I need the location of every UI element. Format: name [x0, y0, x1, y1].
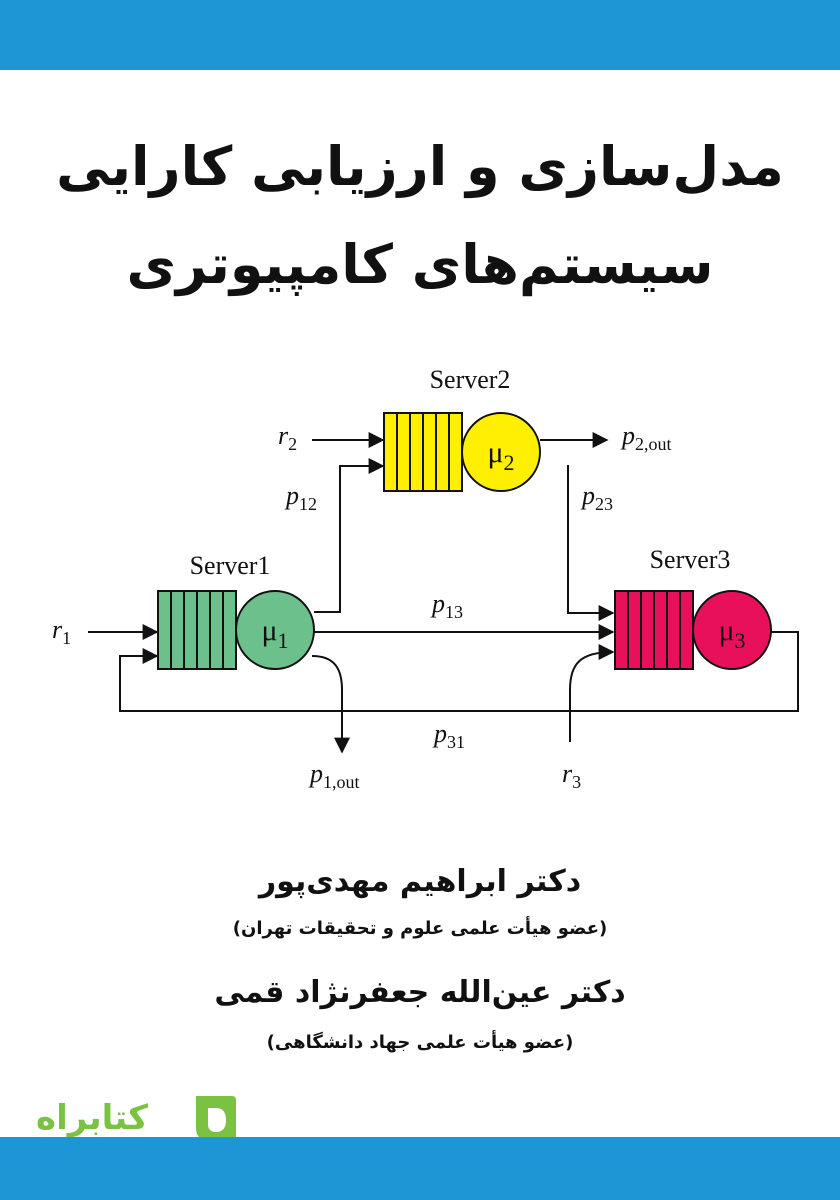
author-1-affiliation: (عضو هیأت علمی علوم و تحقیقات تهران) — [232, 918, 608, 939]
flow-p23-arrow — [567, 465, 615, 621]
server3-service — [692, 590, 772, 670]
label-p31: p31 — [432, 719, 465, 752]
server1-mu: μ1 — [261, 614, 288, 653]
queueing-network-diagram: μ2 Server2 μ1 Server1 μ3 Server3 — [52, 365, 799, 792]
server3: μ3 Server3 — [614, 545, 772, 670]
arrival-r3-arrow — [569, 644, 615, 742]
label-p1out: p1,out — [308, 759, 360, 792]
author-2-name: دکتر عین‌الله جعفرنژاد قمی — [214, 975, 626, 1010]
bottom-color-band — [0, 1137, 840, 1200]
server3-label: Server3 — [650, 545, 731, 574]
publisher-logo: کتابراه — [36, 1090, 236, 1150]
server1-label: Server1 — [190, 551, 271, 580]
server3-mu: μ3 — [718, 614, 745, 653]
feedback-p31-arrow — [119, 631, 799, 712]
server2-label: Server2 — [430, 365, 511, 394]
author-2-affiliation: (عضو هیأت علمی جهاد دانشگاهی) — [266, 1032, 574, 1053]
label-p12: p12 — [284, 481, 317, 514]
label-p2out: p2,out — [620, 421, 672, 454]
label-r3: r3 — [562, 759, 581, 792]
server1: μ1 Server1 — [157, 551, 315, 670]
departure-p1out-arrow — [311, 655, 350, 754]
label-p23: p23 — [580, 481, 613, 514]
server1-service — [235, 590, 315, 670]
flow-p12-arrow — [314, 458, 385, 613]
publisher-logo-text: کتابراه — [36, 1098, 149, 1138]
server2-mu: μ2 — [487, 436, 514, 475]
label-r2: r2 — [278, 421, 297, 454]
server2: μ2 Server2 — [383, 365, 541, 492]
ketabrah-logo-icon — [196, 1096, 236, 1140]
book-title-line-2: سیستم‌های کامپیوتری — [126, 233, 714, 296]
book-title-line-1: مدل‌سازی و ارزیابی کارایی — [56, 135, 784, 198]
label-p13: p13 — [430, 589, 463, 622]
label-r1: r1 — [52, 615, 71, 648]
top-color-band — [0, 0, 840, 70]
author-1-name: دکتر ابراهیم مهدی‌پور — [258, 864, 582, 899]
server2-service — [461, 412, 541, 492]
